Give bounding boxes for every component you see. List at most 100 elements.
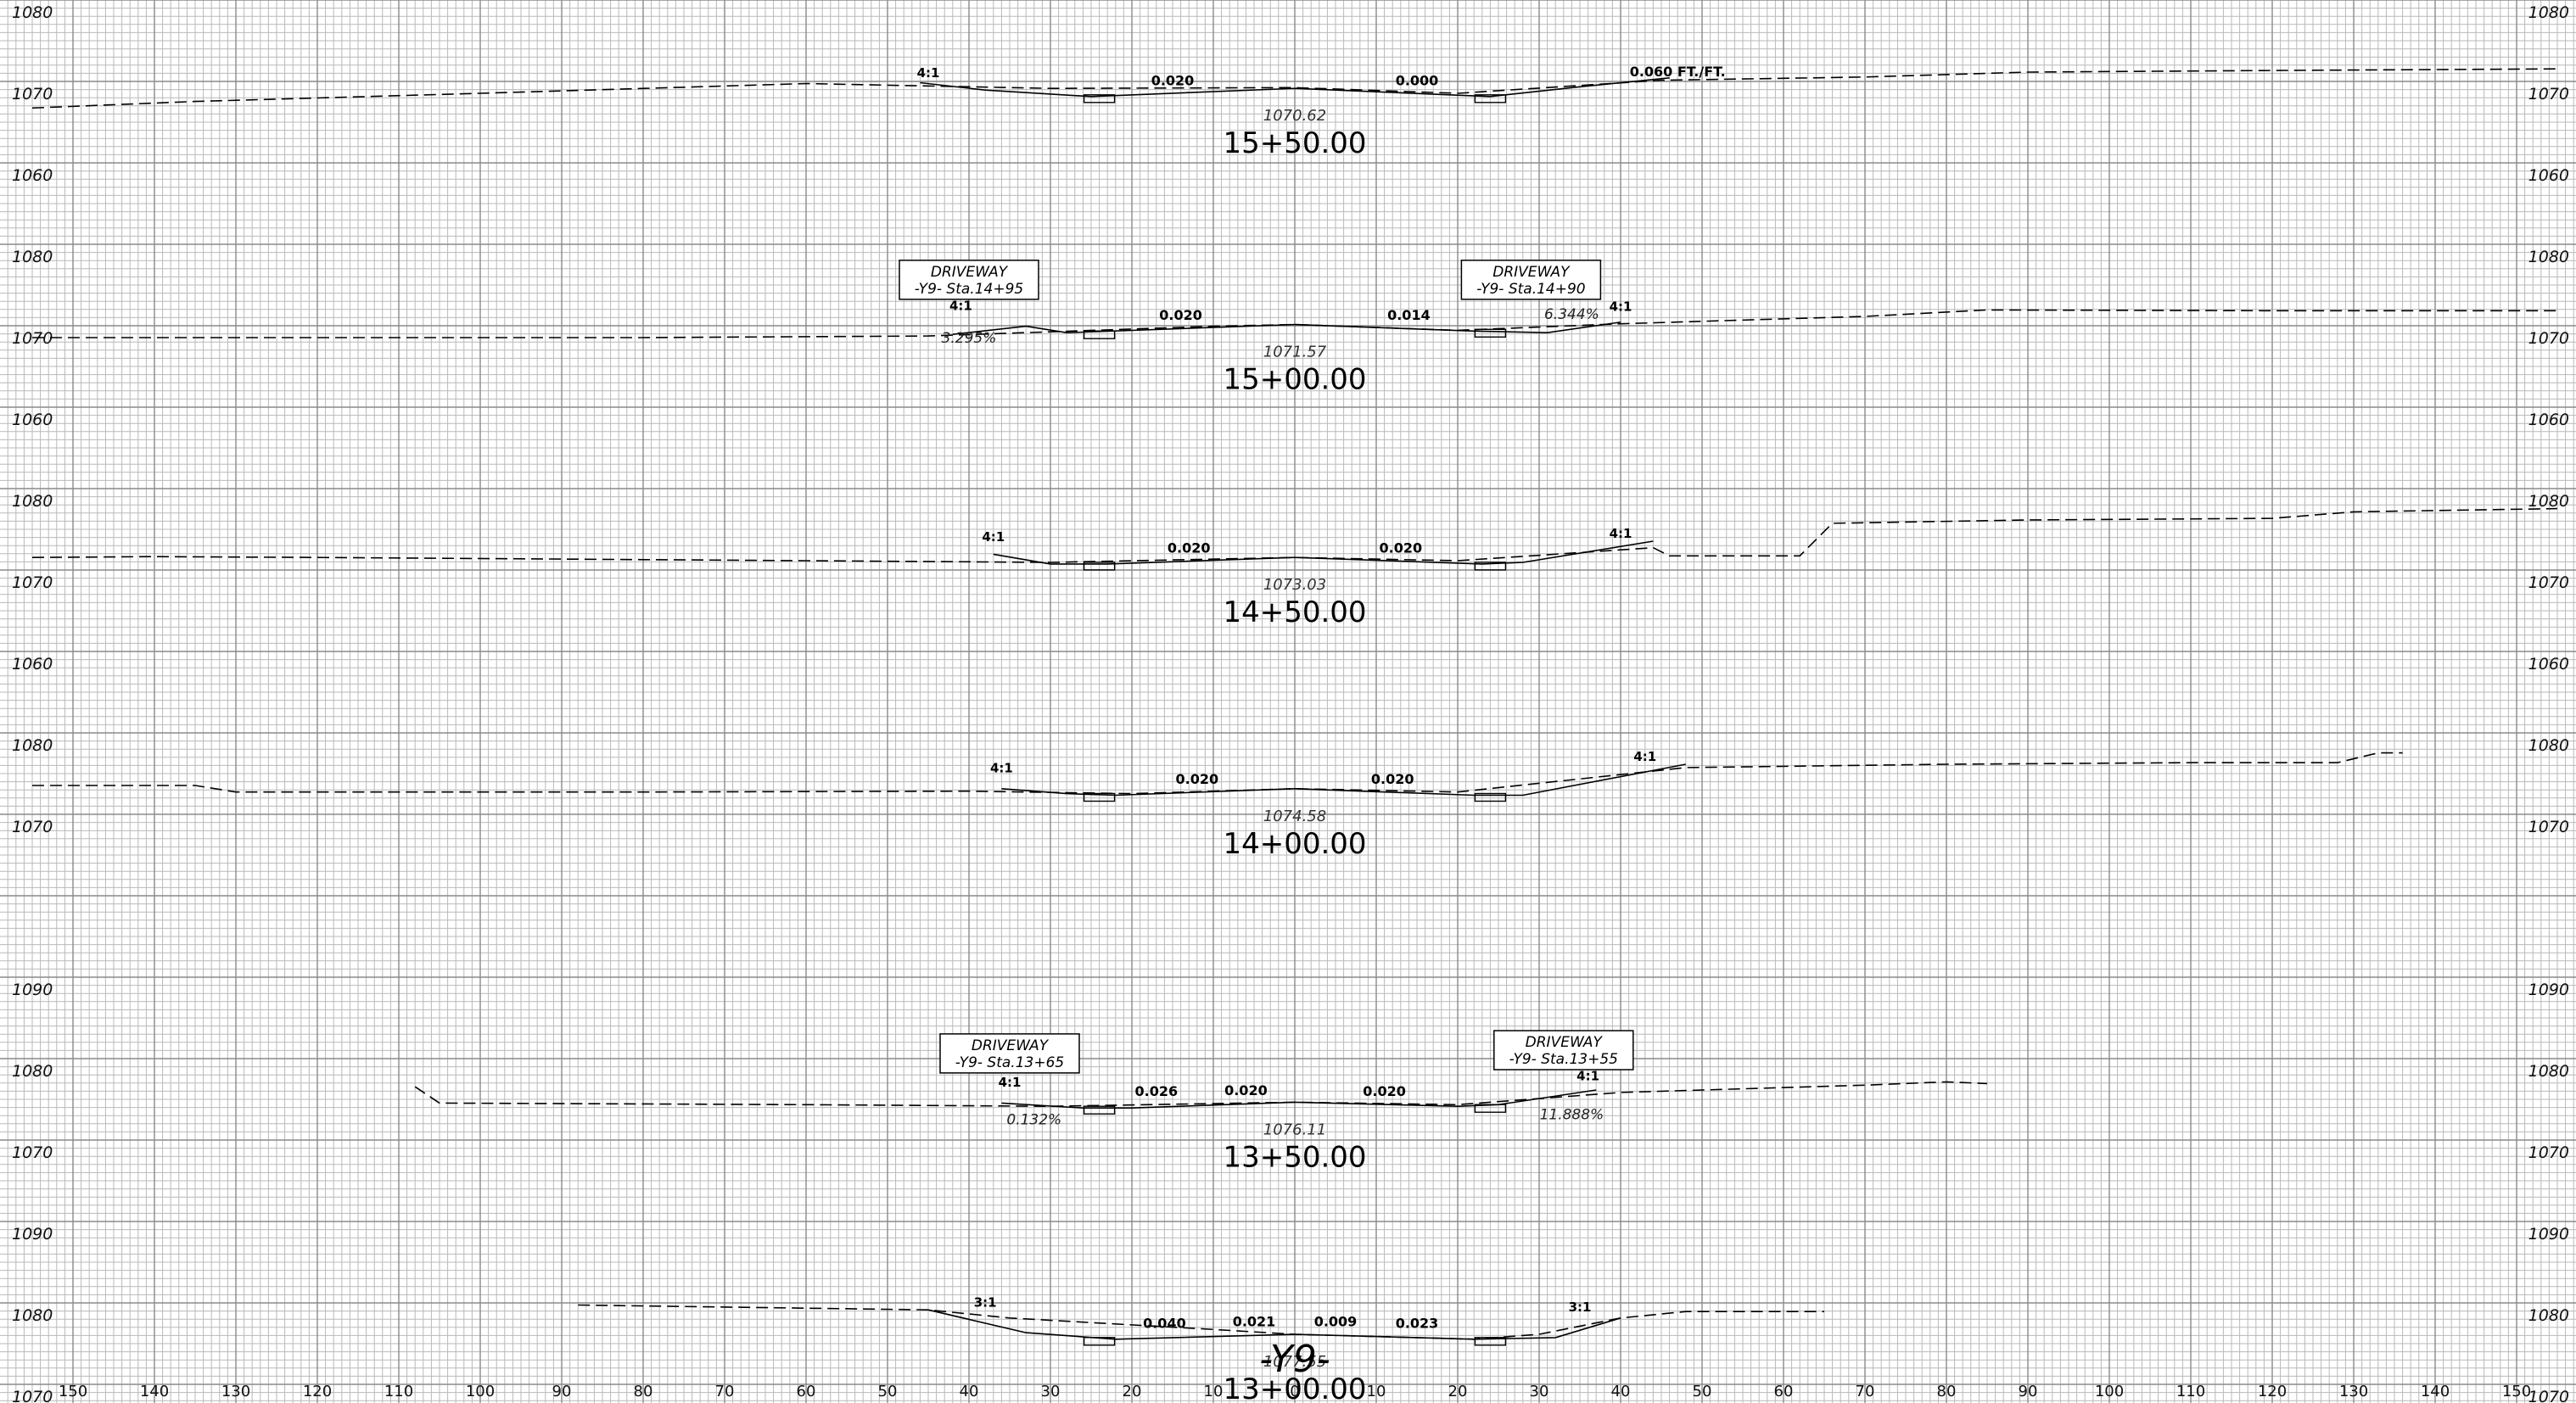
offset-tick-label: 90 [2019,1383,2038,1400]
driveway-callout: DRIVEWAY-Y9- Sta.13+65 [939,1033,1080,1074]
callout-text: -Y9- Sta.13+65 [955,1054,1064,1071]
elevation-label-left: 1080 [12,736,53,755]
side-slope-ratio: 4:1 [1610,299,1632,314]
driveway-grade-label: 11.888% [1540,1107,1604,1124]
elevation-label-left: 1060 [12,166,53,185]
elevation-label-right: 1080 [2528,1306,2569,1325]
cross-slope-label: 0.020 [1159,307,1202,323]
callout-text: -Y9- Sta.14+90 [1476,281,1585,298]
side-slope-ratio: 3:1 [974,1294,997,1310]
cross-slope-label: 0.020 [1224,1082,1268,1098]
callout-text: DRIVEWAY [931,264,1009,281]
callout-text: -Y9- Sta.13+55 [1509,1051,1618,1068]
elevation-label-left: 1080 [12,492,53,511]
cross-slope-label: 0.020 [1168,539,1211,556]
curb-gutter-symbol [1083,1337,1116,1346]
elevation-label-right: 1070 [2528,1388,2569,1403]
cross-slope-label: 0.020 [1175,771,1218,787]
existing-ground-line [31,68,2558,109]
side-slope-ratio: 4:1 [990,761,1013,776]
station-label: 13+00.00 [1223,1372,1366,1403]
existing-ground-line [414,1081,1988,1107]
offset-tick-label: 0 [1290,1383,1299,1400]
callout-box [939,1033,1080,1074]
station-label: 14+50.00 [1223,595,1366,629]
offset-tick-label: 80 [1937,1383,1957,1400]
elevation-label-right: 1080 [2528,492,2569,511]
offset-tick-label: 70 [1856,1383,1875,1400]
cross-slope-label: 0.000 [1396,72,1439,88]
offset-tick-label: 150 [2502,1383,2531,1400]
offset-tick-label: 10 [1367,1383,1386,1400]
side-slope-ratio: 4:1 [982,529,1005,545]
cross-slope-label: 0.014 [1387,307,1431,323]
elevation-label-right: 1080 [2528,248,2569,266]
existing-ground-line [32,752,2403,795]
elevation-label-left: 1090 [12,981,53,999]
elevation-label-right: 1070 [2528,85,2569,103]
side-slope-ratio: 4:1 [999,1075,1022,1090]
alignment-label: -Y9- [1259,1338,1330,1381]
cross-slope-label: 0.040 [1143,1315,1186,1331]
callout-text: DRIVEWAY [972,1037,1050,1054]
side-slope-ratio: 4:1 [1576,1069,1599,1084]
elevation-label-right: 1080 [2528,3,2569,22]
callout-box [1460,260,1602,300]
grade-elevation: 1074.58 [1263,808,1326,825]
offset-tick-label: 80 [634,1383,653,1400]
offset-tick-label: 20 [1123,1383,1142,1400]
station-label: 15+00.00 [1223,363,1366,397]
offset-tick-label: 20 [1448,1383,1468,1400]
offset-tick-label: 40 [960,1383,979,1400]
offset-tick-label: 130 [2339,1383,2368,1400]
elevation-label-left: 1090 [12,1225,53,1244]
driveway-callout: DRIVEWAY-Y9- Sta.13+55 [1493,1030,1634,1070]
offset-tick-label: 100 [2095,1383,2124,1400]
curb-gutter-symbol [1083,562,1116,571]
curb-gutter-symbol [1083,94,1116,103]
side-slope-ratio: 4:1 [917,65,940,81]
curb-gutter-symbol [1474,1104,1507,1113]
offset-tick-label: 110 [2176,1383,2205,1400]
offset-tick-label: 150 [59,1383,87,1400]
curb-gutter-symbol [1474,328,1507,338]
offset-tick-label: 50 [878,1383,898,1400]
elevation-label-left: 1080 [12,1306,53,1325]
cross-slope-label: 0.021 [1233,1313,1276,1329]
driveway-grade-label: 6.344% [1544,306,1599,323]
elevation-label-right: 1080 [2528,736,2569,755]
curb-gutter-symbol [1474,562,1507,571]
grade-elevation: 1073.03 [1263,576,1326,594]
elevation-label-right: 1060 [2528,655,2569,674]
cross-slope-label: 0.026 [1134,1083,1178,1099]
station-label: 13+50.00 [1223,1140,1366,1174]
elevation-label-right: 1090 [2528,1225,2569,1244]
cross-slope-label: 0.020 [1379,539,1422,556]
cross-slope-label: 0.020 [1371,771,1414,787]
offset-tick-label: 60 [1774,1383,1794,1400]
side-slope-ratio: 4:1 [1633,749,1656,764]
elevation-label-left: 1070 [12,818,53,836]
offset-tick-label: 120 [2258,1383,2287,1400]
offset-tick-label: 30 [1530,1383,1549,1400]
grade-elevation: 1077.55 [1263,1353,1326,1371]
callout-box [899,260,1039,300]
proposed-template-line [993,540,1654,565]
cross-slope-label: 0.023 [1396,1315,1439,1331]
elevation-label-left: 1070 [12,573,53,592]
elevation-label-right: 1070 [2528,1143,2569,1162]
driveway-grade-label: 3.295% [942,330,997,347]
proposed-template-line [920,77,1670,98]
offset-tick-label: 140 [140,1383,169,1400]
grade-elevation: 1070.62 [1263,107,1326,125]
cross-slope-label: 0.060 FT./FT. [1630,64,1726,80]
proposed-template-line [927,1309,1621,1340]
proposed-template-line [952,321,1621,335]
elevation-label-left: 1080 [12,1062,53,1081]
